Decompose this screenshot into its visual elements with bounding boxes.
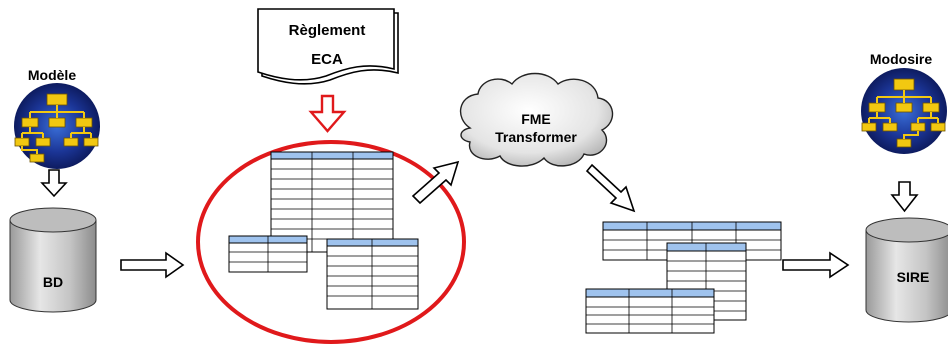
right-arrow-sire-icon: [782, 251, 850, 279]
down-arrow-right-icon: [890, 181, 919, 213]
sire-label: SIRE: [897, 269, 930, 285]
transformer-label: Transformer: [495, 129, 577, 145]
table-icon-right: [326, 238, 419, 310]
eca-label: ECA: [311, 51, 343, 68]
document-icon: [257, 8, 399, 85]
hierarchy-icon: [14, 83, 100, 169]
red-highlight-ellipse: [196, 140, 466, 344]
hierarchy-icon-right: [861, 68, 947, 154]
table-icon-top: [270, 151, 394, 253]
down-arrow-icon: [40, 169, 68, 198]
fme-label: FME: [521, 111, 551, 127]
cloud-icon: [459, 72, 614, 167]
table-icon-left: [228, 235, 308, 273]
bd-label: BD: [43, 274, 63, 290]
modele-label: Modèle: [28, 67, 76, 83]
modosire-label: Modosire: [870, 51, 932, 67]
right-arrow-icon: [120, 251, 185, 279]
table-icon-output-bottom: [585, 288, 715, 334]
database-icon-sire: [865, 217, 948, 323]
diagonal-arrow-up-icon: [411, 160, 460, 205]
database-icon: [9, 207, 97, 313]
diagonal-arrow-down-icon: [585, 163, 636, 213]
red-down-arrow-icon: [308, 94, 347, 133]
reglement-label: Règlement: [289, 22, 366, 39]
